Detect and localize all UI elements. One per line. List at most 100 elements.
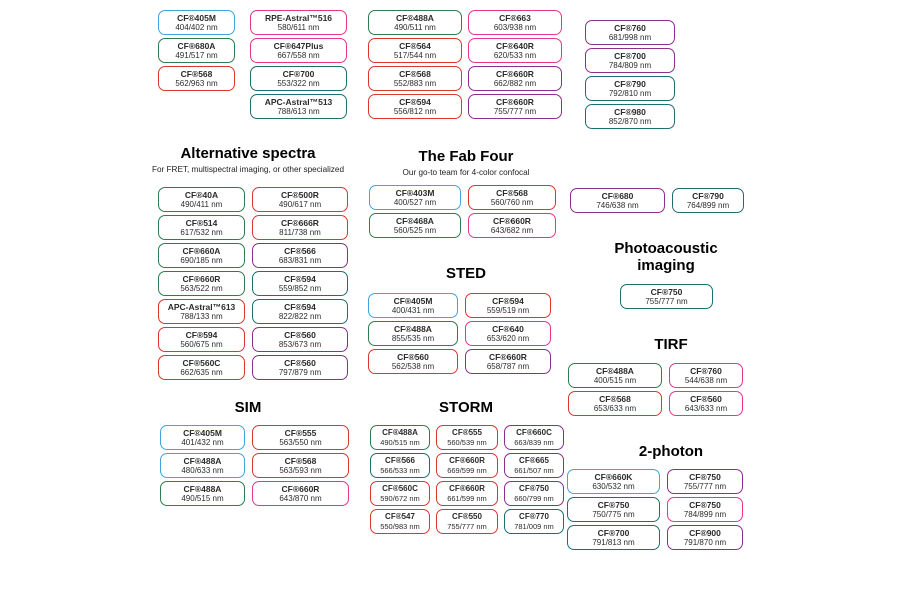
dye-box: CF®488A 490/515 nm [370,425,430,450]
dye-name: CF®660R [449,456,485,466]
dye-name: CF®640R [496,40,534,51]
dye-wavelengths: 480/633 nm [181,465,224,475]
dye-box: CF®770 781/009 nm [504,509,564,534]
dye-name: CF®500R [281,189,319,200]
dye-box: CF®568 563/593 nm [252,453,349,478]
dye-name: CF®560 [284,357,316,368]
dye-box: CF®40A 490/411 nm [158,187,245,212]
dye-wavelengths: 490/515 nm [181,493,224,503]
dye-wavelengths: 562/538 nm [391,361,435,371]
dye-name: CF®594 [492,295,524,306]
dye-box: CF®566 566/533 nm [370,453,430,478]
right-dye-pair: CF®680 746/638 nm CF®790 764/899 nm [570,188,744,213]
section-title: Alternative spectra [180,145,316,162]
dye-wavelengths: 490/411 nm [180,199,223,209]
dye-name: CF®790 [692,190,724,201]
section-subtitle: Our go-to team for 4-color confocal [402,167,530,177]
dye-name: CF®514 [185,217,218,228]
dye-name: CF®660R [281,483,320,494]
dye-wavelengths: 791/870 nm [683,537,727,547]
dye-name: CF®980 [614,106,646,117]
dye-box: CF®560 797/879 nm [252,355,348,380]
dye-box: CF®560 643/633 nm [669,391,743,416]
dye-name: CF®700 [282,68,315,79]
dye-name: CF®555 [284,427,317,438]
dye-name: CF®660R [496,96,534,107]
dye-name: CF®760 [614,22,646,33]
dye-box: CF®547 550/983 nm [370,509,430,534]
dye-wavelengths: 653/633 nm [593,403,637,413]
dye-box: CF®760 681/998 nm [585,20,675,45]
dye-name: CF®405M [177,12,216,23]
dye-wavelengths: 797/879 nm [278,367,322,377]
dye-wavelengths: 663/839 nm [514,437,554,447]
dye-wavelengths: 560/539 nm [447,437,487,447]
dye-wavelengths: 563/550 nm [279,437,322,447]
dye-wavelengths: 764/899 nm [686,200,730,210]
dye-name: CF®750 [597,499,630,510]
section-title: Photoacoustic imaging [614,240,718,274]
dye-wavelengths: 491/517 nm [175,50,218,60]
dye-wavelengths: 603/938 nm [493,22,537,32]
section-subtitle: For FRET, multispectral imaging, or othe… [151,164,345,174]
dye-box: CF®750 750/775 nm [567,497,660,522]
dye-box: CF®660R 643/682 nm [468,213,556,238]
section-grid-photoacoustic: CF®750 755/777 nm [620,284,713,309]
dye-box: CF®750 755/777 nm [667,469,743,494]
section-title: 2-photon [638,443,704,460]
dye-wavelengths: 490/515 nm [380,437,420,447]
dye-wavelengths: 404/402 nm [175,22,218,32]
dye-wavelengths: 643/633 nm [684,403,728,413]
dye-wavelengths: 553/322 nm [277,78,320,88]
dye-wavelengths: 784/899 nm [683,509,727,519]
dye-wavelengths: 822/822 nm [278,311,322,321]
dye-wavelengths: 566/533 nm [380,465,420,475]
dye-box: CF®560C 590/672 nm [370,481,430,506]
dye-name: CF®488A [396,12,434,23]
dye-wavelengths: 781/009 nm [514,521,554,531]
dye-box: CF®640R 620/533 nm [468,38,562,63]
dye-wavelengths: 661/507 nm [514,465,554,475]
dye-wavelengths: 556/812 nm [393,106,437,116]
dye-box: CF®568 552/883 nm [368,66,462,91]
dye-box: CF®594 556/812 nm [368,94,462,119]
dye-name: CF®680 [601,190,634,201]
dye-name: APC-Astral™513 [264,96,333,107]
dye-box: CF®560 853/673 nm [252,327,348,352]
dye-wavelengths: 517/544 nm [393,50,437,60]
dye-name: CF®663 [499,12,531,23]
dye-name: CF®660R [182,273,221,284]
dye-name: CF®568 [599,393,631,404]
dye-name: CF®660R [489,351,527,362]
dye-name: CF®750 [689,499,721,510]
section-title: The Fab Four [418,148,514,165]
dye-name: CF®750 [650,286,683,297]
dye-box: CF®660R 669/599 nm [436,453,498,478]
section-grid-alternative-spectra: CF®40A 490/411 nm CF®500R 490/617 nm CF®… [158,187,348,380]
dye-wavelengths: 559/519 nm [486,305,530,315]
dye-name: CF®560 [284,329,316,340]
dye-box: APC-Astral™513 788/613 nm [250,94,347,119]
dye-box: CF®500R 490/617 nm [252,187,348,212]
dye-name: CF®566 [385,456,415,466]
dye-wavelengths: 669/599 nm [447,465,487,475]
dye-name: CF®403M [395,187,435,198]
dye-box: CF®468A 560/525 nm [369,213,461,238]
section-grid-tirf: CF®488A 400/515 nm CF®760 544/638 nm CF®… [568,363,743,416]
dye-wavelengths: 490/617 nm [278,199,322,209]
dye-box: CF®568 653/633 nm [568,391,662,416]
dye-box: CF®666R 811/738 nm [252,215,348,240]
dye-name: CF®660R [493,215,531,226]
dye-wavelengths: 630/532 nm [592,481,635,491]
dye-wavelengths: 681/998 nm [608,32,652,42]
dye-box: CF®660A 690/185 nm [158,243,245,268]
dye-wavelengths: 580/611 nm [277,22,320,32]
dye-box: CF®594 560/675 nm [158,327,245,352]
dye-box: CF®488A 490/511 nm [368,10,462,35]
dye-box: APC-Astral™613 788/133 nm [158,299,245,324]
dye-box: CF®700 553/322 nm [250,66,347,91]
dye-wavelengths: 400/431 nm [391,305,435,315]
dye-name: CF®660K [594,471,633,482]
dye-box: CF®900 791/870 nm [667,525,743,550]
dye-box: CF®514 617/532 nm [158,215,245,240]
